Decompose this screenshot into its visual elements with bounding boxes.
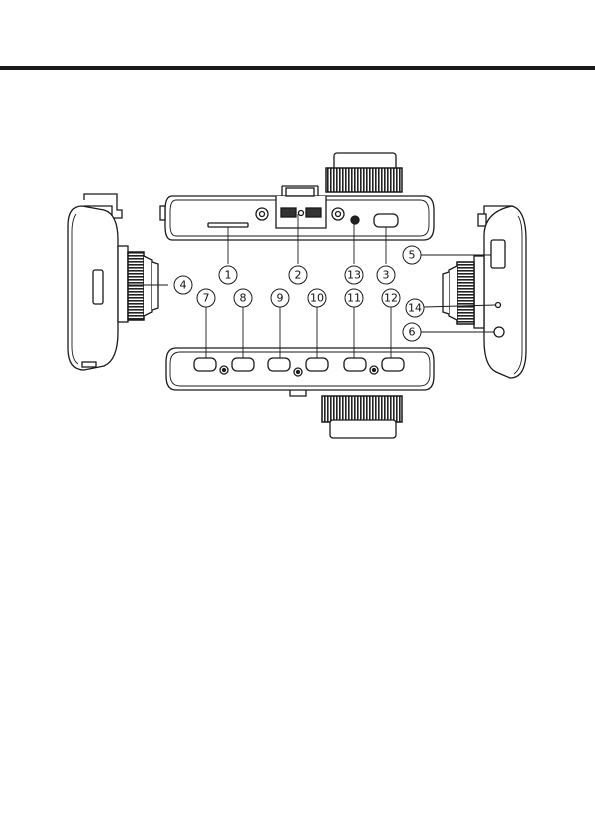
- callout-10: 10: [310, 292, 324, 305]
- callout-14: 14: [408, 302, 422, 315]
- left-side-view: [68, 194, 158, 370]
- callout-12: 12: [384, 292, 398, 305]
- callout-3: 3: [383, 269, 390, 282]
- bottom-view: [166, 348, 434, 438]
- callout-2: 2: [295, 269, 302, 282]
- callout-4: 4: [180, 279, 187, 292]
- button-9: [268, 358, 290, 371]
- side-port-5: [491, 240, 505, 268]
- sd-card-slot: [208, 223, 248, 227]
- right-side-view: [443, 206, 526, 378]
- button-12: [382, 358, 404, 371]
- top-view: [160, 153, 434, 240]
- button-7: [194, 358, 216, 371]
- power-button: [374, 214, 398, 227]
- button-10: [306, 358, 328, 371]
- button-11: [344, 358, 366, 371]
- usb-port-13: [351, 216, 359, 224]
- mount-bracket: [276, 186, 326, 228]
- callout-8: 8: [240, 292, 247, 305]
- callout-11: 11: [347, 292, 361, 305]
- callout-9: 9: [277, 292, 284, 305]
- top-lens: [326, 153, 402, 192]
- callout-7: 7: [203, 292, 210, 305]
- reset-hole-6: [494, 327, 504, 337]
- callout-6: 6: [409, 326, 416, 339]
- bottom-lens: [322, 396, 402, 438]
- callout-13: 13: [347, 269, 361, 282]
- callout-1: 1: [225, 269, 232, 282]
- button-8: [232, 358, 254, 371]
- mic-hole-14: [496, 303, 501, 308]
- callout-5: 5: [409, 249, 416, 262]
